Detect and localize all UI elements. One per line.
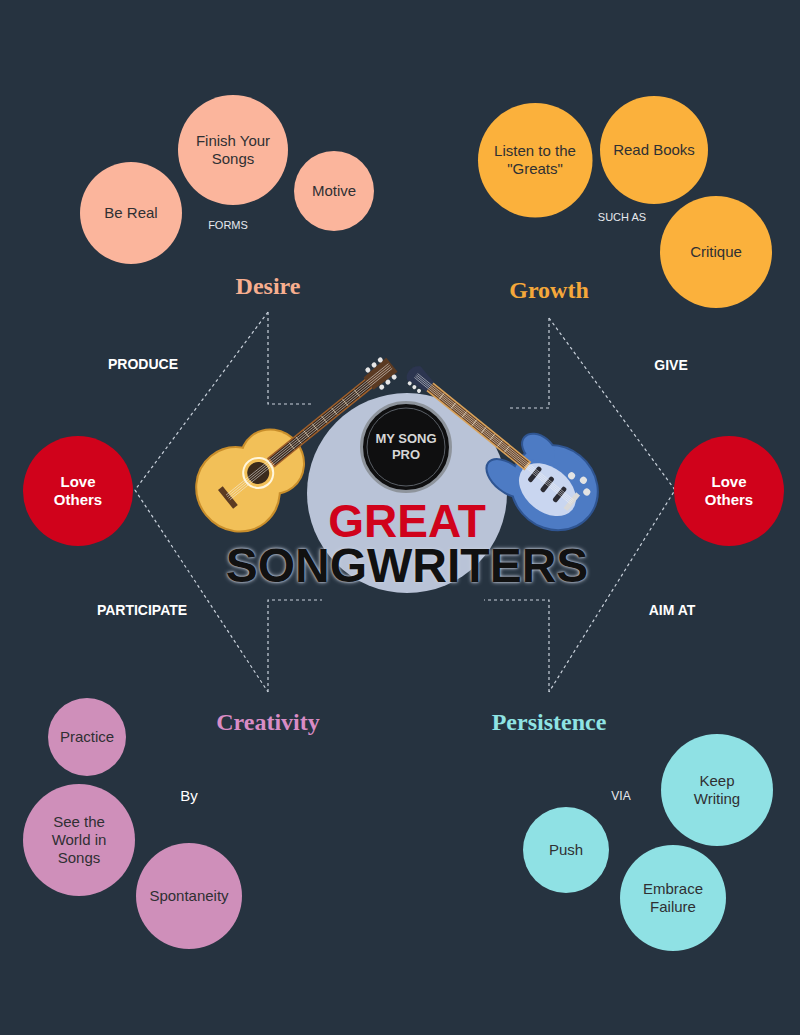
link-word: By [180, 787, 198, 805]
center-circle: GREATSONGWRITERSMY SONG PRO [307, 393, 507, 593]
topic-circle: Keep Writing [661, 734, 773, 846]
node-text: Listen to the "Greats" [487, 142, 583, 178]
topic-circle: Read Books [600, 96, 708, 204]
relation-label-box: PARTICIPATE [97, 602, 187, 619]
relation-label-box: GIVE [654, 357, 687, 374]
node-text: Finish Your Songs [189, 132, 277, 168]
relation-label-box: PRODUCE [108, 356, 178, 373]
topic-circle: Spontaneity [136, 843, 242, 949]
relation-label: PRODUCE [108, 356, 178, 373]
node-text: Critique [690, 243, 742, 261]
node-text: MY SONG PRO [371, 431, 441, 462]
topic-circle: Critique [660, 196, 772, 308]
category-heading-box: Persistence [492, 708, 607, 737]
node-text: Love Others [699, 473, 759, 509]
relation-label-box: AIM AT [649, 602, 696, 619]
topic-circle: Listen to the "Greats" [478, 103, 593, 218]
category-heading-box: Growth [509, 276, 589, 305]
relation-label: PARTICIPATE [97, 602, 187, 619]
topic-circle: Push [523, 807, 609, 893]
title-text: SONGWRITERS [207, 543, 607, 589]
link-word-box: FORMS [208, 219, 248, 232]
link-word-box: VIA [611, 789, 630, 803]
dashed-lines [135, 312, 675, 692]
topic-circle: Love Others [674, 436, 784, 546]
relation-label: GIVE [654, 357, 687, 374]
center-title: GREATSONGWRITERS [207, 499, 607, 589]
node-text: Practice [60, 728, 114, 746]
node-text: Embrace Failure [636, 880, 711, 916]
link-word: VIA [611, 789, 630, 803]
topic-circle: Motive [294, 151, 374, 231]
node-text: Motive [312, 182, 356, 200]
link-word: SUCH AS [598, 211, 646, 224]
category-heading: Persistence [492, 708, 607, 737]
topic-circle: Practice [48, 698, 126, 776]
topic-circle: Love Others [23, 436, 133, 546]
relation-label: AIM AT [649, 602, 696, 619]
title-text: GREAT [207, 499, 607, 543]
topic-circle: See the World in Songs [23, 784, 135, 896]
node-text: Keep Writing [682, 772, 752, 808]
node-text: See the World in Songs [44, 813, 114, 867]
node-text: Spontaneity [149, 887, 228, 905]
node-text: Love Others [48, 473, 108, 509]
category-heading: Creativity [216, 708, 320, 737]
topic-circle: Embrace Failure [620, 845, 726, 951]
logo-badge: MY SONG PRO [360, 401, 452, 493]
node-text: Push [549, 841, 583, 859]
category-heading-box: Desire [236, 272, 301, 301]
topic-circle: Finish Your Songs [178, 95, 288, 205]
link-word-box: SUCH AS [598, 211, 646, 224]
category-heading: Desire [236, 272, 301, 301]
category-heading-box: Creativity [216, 708, 320, 737]
category-heading: Growth [509, 276, 589, 305]
node-text: Be Real [104, 204, 157, 222]
node-text: Read Books [613, 141, 695, 159]
link-word-box: By [180, 787, 198, 805]
topic-circle: Be Real [80, 162, 182, 264]
link-word: FORMS [208, 219, 248, 232]
